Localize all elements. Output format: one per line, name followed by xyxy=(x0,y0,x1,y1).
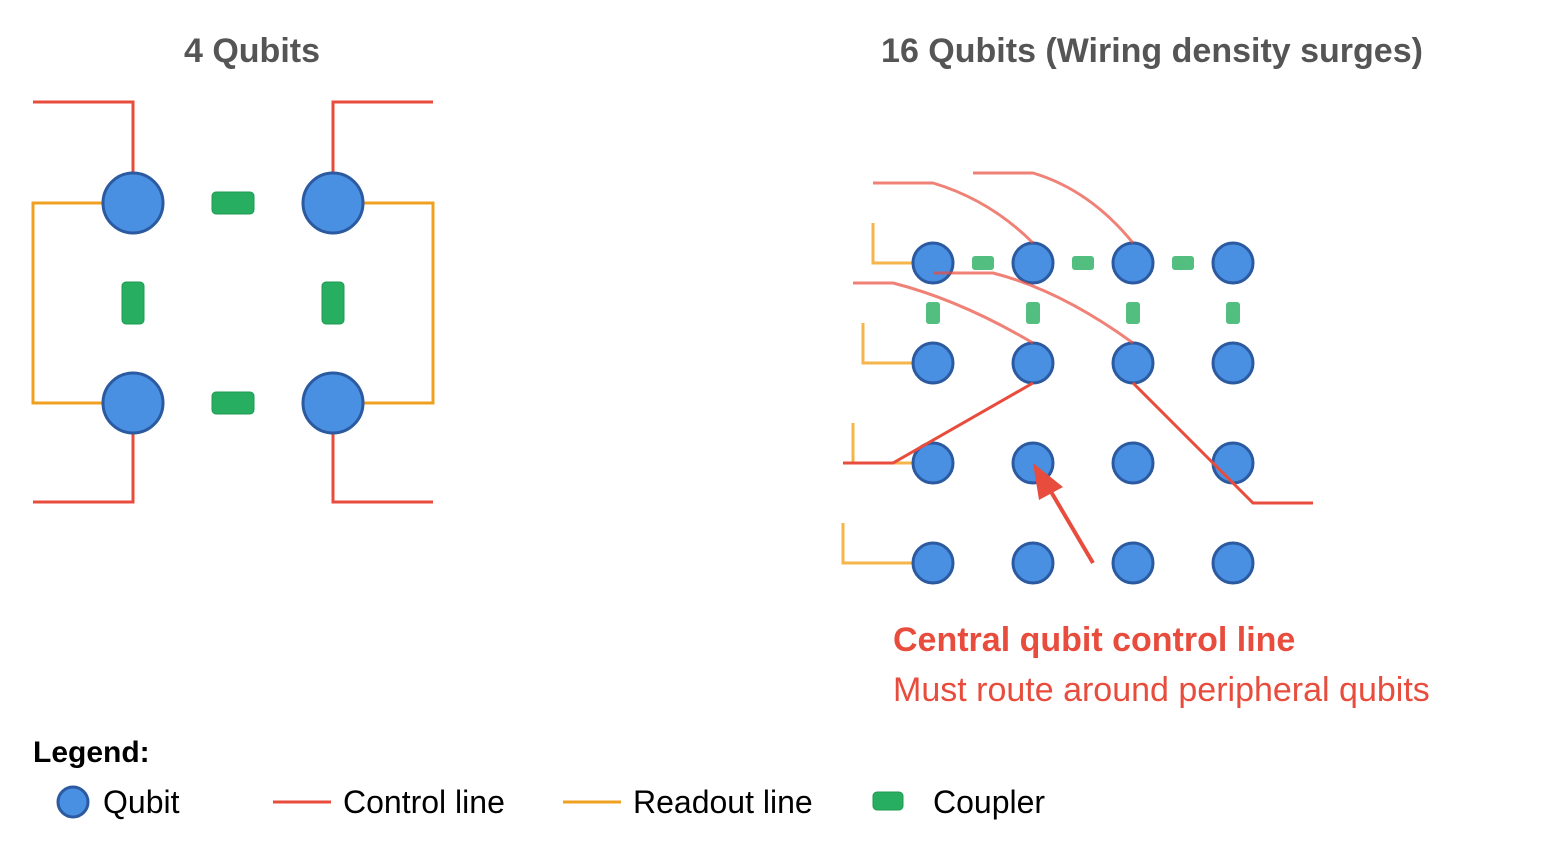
control-line xyxy=(331,100,433,172)
qubit xyxy=(1211,341,1255,385)
qubit xyxy=(911,441,955,485)
qubit xyxy=(1111,441,1155,485)
right-panel: Central qubit control line Must route ar… xyxy=(841,171,1430,709)
left-panel xyxy=(31,100,435,504)
control-line xyxy=(33,433,135,504)
coupler xyxy=(1172,256,1194,270)
qubit-legend-icon xyxy=(56,785,90,819)
coupler xyxy=(121,281,145,325)
qubit xyxy=(1011,341,1055,385)
coupler xyxy=(211,191,255,215)
coupler xyxy=(321,281,345,325)
qubit xyxy=(1111,241,1155,285)
qubit xyxy=(1211,441,1255,485)
qubit xyxy=(1111,541,1155,585)
qubit xyxy=(1211,241,1255,285)
qubit xyxy=(1011,541,1055,585)
coupler xyxy=(1126,302,1140,324)
legend-label-readout: Readout line xyxy=(633,784,813,820)
readout-line xyxy=(871,223,913,265)
arrow-head-icon xyxy=(1033,463,1063,500)
qubit xyxy=(101,171,165,235)
qubit xyxy=(301,171,365,235)
control-line xyxy=(853,281,1034,345)
coupler-legend-icon xyxy=(872,791,904,811)
legend: Legend: Qubit Control line Readout line … xyxy=(33,736,1045,820)
readout-line xyxy=(841,523,913,565)
legend-title: Legend: xyxy=(33,736,150,769)
qubit-grid xyxy=(911,241,1255,585)
readout-line xyxy=(861,323,913,365)
control-line xyxy=(1131,381,1313,505)
readout-line xyxy=(31,201,102,405)
legend-label-qubit: Qubit xyxy=(103,784,180,820)
annotation-detail: Must route around peripheral qubits xyxy=(893,671,1430,709)
annotation-arrow xyxy=(1048,488,1095,565)
readout-line xyxy=(364,201,435,405)
control-line xyxy=(873,181,1035,245)
control-line xyxy=(933,271,1134,345)
qubit xyxy=(911,241,955,285)
control-line xyxy=(33,100,135,172)
qubit xyxy=(301,371,365,435)
qubit xyxy=(101,371,165,435)
control-line-central xyxy=(843,381,1034,465)
coupler xyxy=(211,391,255,415)
coupler xyxy=(972,256,994,270)
coupler xyxy=(1072,256,1094,270)
qubit xyxy=(911,341,955,385)
qubit xyxy=(1111,341,1155,385)
right-panel-title: 16 Qubits (Wiring density surges) xyxy=(881,32,1423,70)
coupler xyxy=(926,302,940,324)
coupler xyxy=(1226,302,1240,324)
legend-label-coupler: Coupler xyxy=(933,784,1045,820)
control-line xyxy=(973,171,1135,244)
coupler xyxy=(1026,302,1040,324)
left-panel-title: 4 Qubits xyxy=(184,32,320,70)
legend-label-control: Control line xyxy=(343,784,505,820)
qubit xyxy=(1011,241,1055,285)
qubit xyxy=(1211,541,1255,585)
qubit xyxy=(911,541,955,585)
control-line xyxy=(331,433,433,504)
annotation-headline: Central qubit control line xyxy=(893,621,1295,659)
